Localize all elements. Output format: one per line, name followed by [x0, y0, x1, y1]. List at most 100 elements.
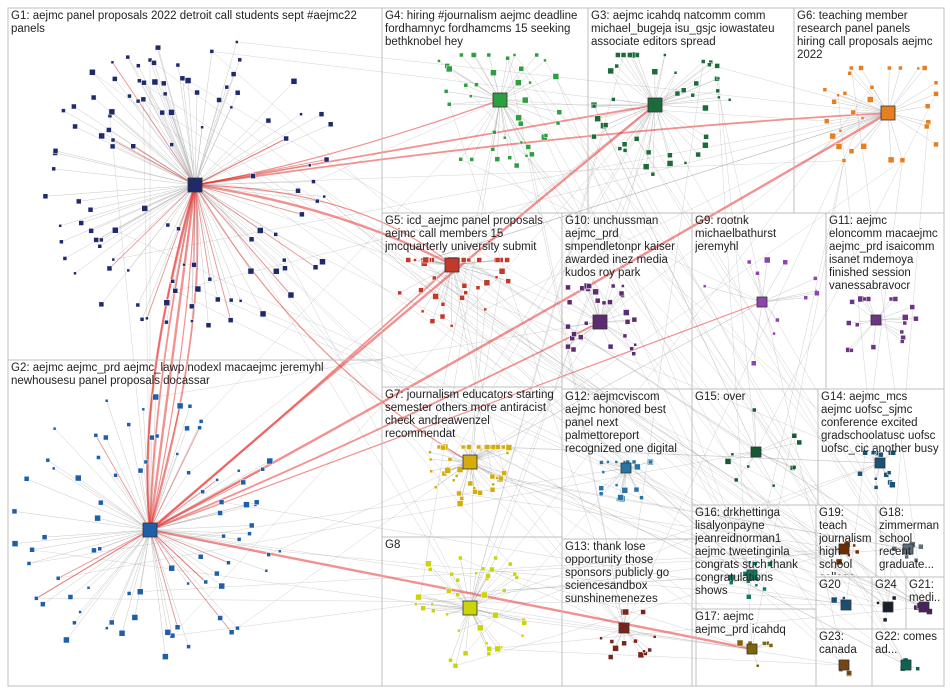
edge-g2	[128, 529, 151, 594]
edge-g6	[887, 67, 925, 114]
node-g4	[521, 96, 529, 104]
edge-inter-group	[32, 549, 753, 650]
edge-g1	[194, 184, 219, 300]
node-g11	[902, 320, 908, 326]
node-g5	[429, 318, 436, 324]
edge-g1	[194, 127, 203, 186]
edge-g8	[465, 607, 471, 654]
node-g8	[486, 651, 492, 657]
node-g4	[524, 154, 529, 158]
node-g8	[494, 645, 502, 653]
node-g6	[838, 128, 843, 133]
node-g8	[414, 602, 418, 606]
node-g2	[197, 425, 202, 431]
node-g1	[42, 193, 49, 200]
node-g19	[852, 543, 856, 548]
node-g1	[109, 143, 116, 150]
node-g12	[601, 470, 606, 474]
edge-red-intra	[149, 427, 200, 531]
edge-g5	[451, 264, 486, 310]
node-g1	[106, 127, 112, 133]
node-g1	[151, 60, 157, 66]
edge-inter-group	[175, 290, 907, 666]
node-g1	[155, 44, 161, 51]
edge-red-intra	[194, 184, 292, 296]
edge-g8	[420, 595, 471, 609]
node-g6	[850, 109, 856, 116]
node-g6	[899, 157, 906, 163]
node-g1	[164, 319, 169, 325]
edge-g1	[194, 184, 276, 235]
edge-g1	[111, 111, 196, 186]
node-g4	[518, 120, 524, 127]
edge-inter-group	[313, 99, 501, 182]
edge-g1	[60, 184, 196, 227]
node-g1	[295, 188, 301, 194]
edge-inter-group	[716, 78, 753, 650]
node-g2	[215, 478, 219, 482]
edge-g2	[149, 529, 218, 574]
node-g2	[63, 636, 70, 644]
node-g8	[448, 657, 453, 663]
node-g6	[887, 156, 895, 164]
edge-red-intra	[36, 529, 151, 599]
node-g1	[312, 264, 319, 271]
node-g1	[247, 267, 255, 275]
node-g1	[99, 237, 104, 243]
group-box-g11	[825, 212, 945, 390]
node-g7	[460, 444, 466, 450]
node-g10	[565, 284, 571, 291]
node-g10	[601, 300, 607, 306]
node-g3	[617, 146, 623, 151]
node-g12	[633, 486, 640, 493]
node-g11	[862, 296, 867, 302]
node-g4	[555, 120, 561, 126]
node-g5	[413, 258, 417, 262]
node-g6	[829, 132, 836, 140]
node-g7	[428, 457, 433, 462]
edge-red-intra	[36, 529, 151, 599]
node-g10	[571, 331, 577, 337]
node-g15	[751, 407, 757, 413]
edge-g2	[149, 529, 173, 636]
edge-g1	[63, 110, 196, 186]
edge-g1	[114, 78, 196, 186]
node-g1	[299, 112, 303, 116]
node-g1	[283, 135, 289, 142]
node-g10	[570, 346, 577, 353]
edge-inter-group	[449, 459, 925, 608]
node-g1	[111, 257, 116, 262]
node-g11	[870, 344, 877, 350]
node-g13	[607, 654, 614, 660]
node-g1	[287, 291, 295, 299]
edge-red-intra	[149, 479, 218, 531]
node-g3	[611, 97, 616, 102]
node-g11	[899, 329, 905, 335]
edge-inter-group	[487, 446, 881, 464]
edge-g2	[149, 529, 222, 587]
node-g15	[791, 433, 798, 439]
edge-inter-group	[465, 467, 627, 654]
node-g2	[218, 582, 225, 590]
edge-inter-group	[464, 446, 753, 650]
edge-g1	[194, 92, 198, 186]
node-g6	[898, 65, 903, 71]
node-g6	[860, 116, 865, 120]
edge-g9	[761, 278, 816, 303]
edge-red-intra	[149, 468, 263, 531]
node-g6	[933, 80, 939, 85]
edge-g1	[55, 150, 196, 186]
node-g15	[771, 483, 776, 488]
edge-g4	[497, 99, 501, 160]
edge-red-g1-g4	[194, 99, 501, 186]
edge-inter-group	[313, 181, 753, 576]
node-g7	[428, 450, 432, 454]
edge-inter-group	[194, 184, 502, 479]
edge-inter-group	[420, 99, 501, 596]
node-g1	[230, 71, 237, 77]
node-g10	[633, 343, 637, 347]
node-g8	[512, 571, 517, 577]
edge-g1	[138, 65, 196, 186]
node-g4	[507, 155, 512, 160]
